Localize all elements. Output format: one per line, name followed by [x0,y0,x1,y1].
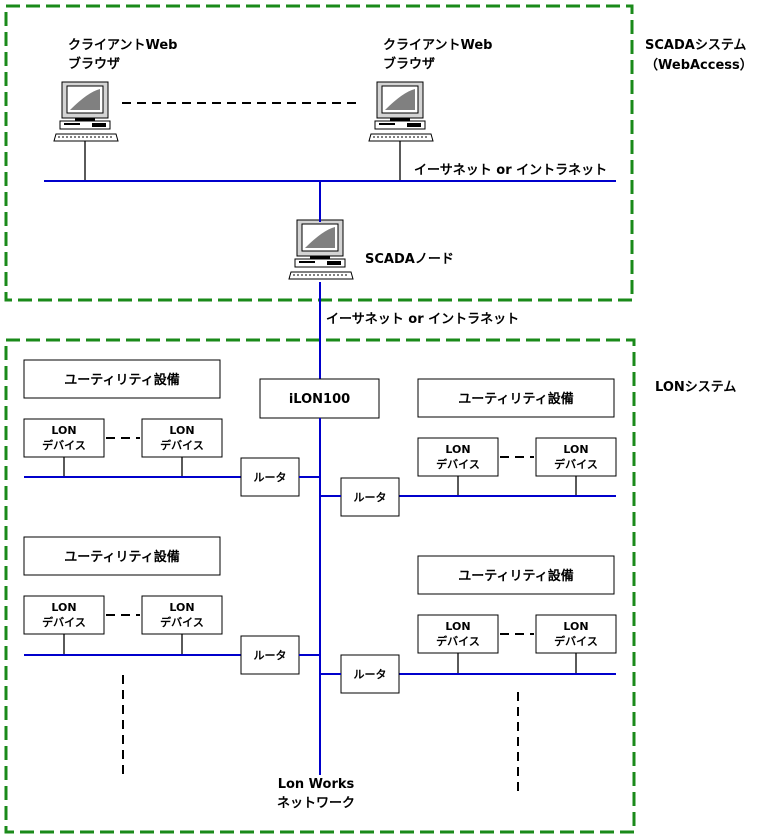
utility-label-right-1: ユーティリティ設備 [458,391,573,407]
device-label-line1: LON [51,601,76,614]
scada-zone-subtitle: （WebAccess） [645,57,753,73]
router-box-right-2 [340,654,400,694]
router-label: ルータ [354,668,387,681]
utility-box-right-2 [417,555,615,595]
device-label-line2: デバイス [554,457,598,471]
scada-node-pc-icon [288,219,354,280]
scada-zone-title: SCADAシステム [645,38,746,53]
lonworks-label-line2: ネットワーク [277,796,355,811]
client-right-label-line2: ブラウザ [383,56,435,72]
lon-zone-title: LONシステム [655,380,736,395]
device-label-line1: LON [169,424,194,437]
utility-box-right-1 [417,378,615,418]
device-label-line2: デバイス [436,634,480,648]
device-label-line2: デバイス [42,615,86,629]
utility-box-left-1 [23,359,221,399]
device-label-line2: デバイス [160,438,204,452]
device-label-line1: LON [445,620,470,633]
client-pc-left-icon [53,81,119,142]
router-label: ルータ [254,471,287,484]
router-label: ルータ [254,649,287,662]
router-box-left-2 [240,635,300,675]
device-label-line1: LON [445,443,470,456]
client-left-label-line1: クライアントWeb [68,38,177,53]
client-pc-right-icon [368,81,434,142]
ethernet-top-label: イーサネット or イントラネット [414,163,607,178]
device-label-line1: LON [51,424,76,437]
device-label-line2: デバイス [554,634,598,648]
device-box-right-2a [417,614,499,654]
device-box-right-1b [535,437,617,477]
client-right-label-line1: クライアントWeb [383,38,492,53]
utility-label-left-2: ユーティリティ設備 [64,549,179,565]
utility-label-right-2: ユーティリティ設備 [458,568,573,584]
ethernet-mid-label: イーサネット or イントラネット [326,312,519,327]
lonworks-label-line1: Lon Works [278,777,355,792]
router-box-right-1 [340,477,400,517]
ilon100-box [259,378,380,419]
utility-box-left-2 [23,536,221,576]
device-label-line2: デバイス [436,457,480,471]
device-label-line2: デバイス [160,615,204,629]
device-label-line1: LON [169,601,194,614]
scada-node-label: SCADAノード [365,252,454,267]
client-left-label-line2: ブラウザ [68,56,120,72]
device-label-line1: LON [563,620,588,633]
utility-label-left-1: ユーティリティ設備 [64,372,179,388]
device-box-right-2b [535,614,617,654]
device-label-line1: LON [563,443,588,456]
router-label: ルータ [354,491,387,504]
device-box-left-2a [23,595,105,635]
ilon100-label: iLON100 [289,392,350,407]
device-box-right-1a [417,437,499,477]
device-label-line2: デバイス [42,438,86,452]
